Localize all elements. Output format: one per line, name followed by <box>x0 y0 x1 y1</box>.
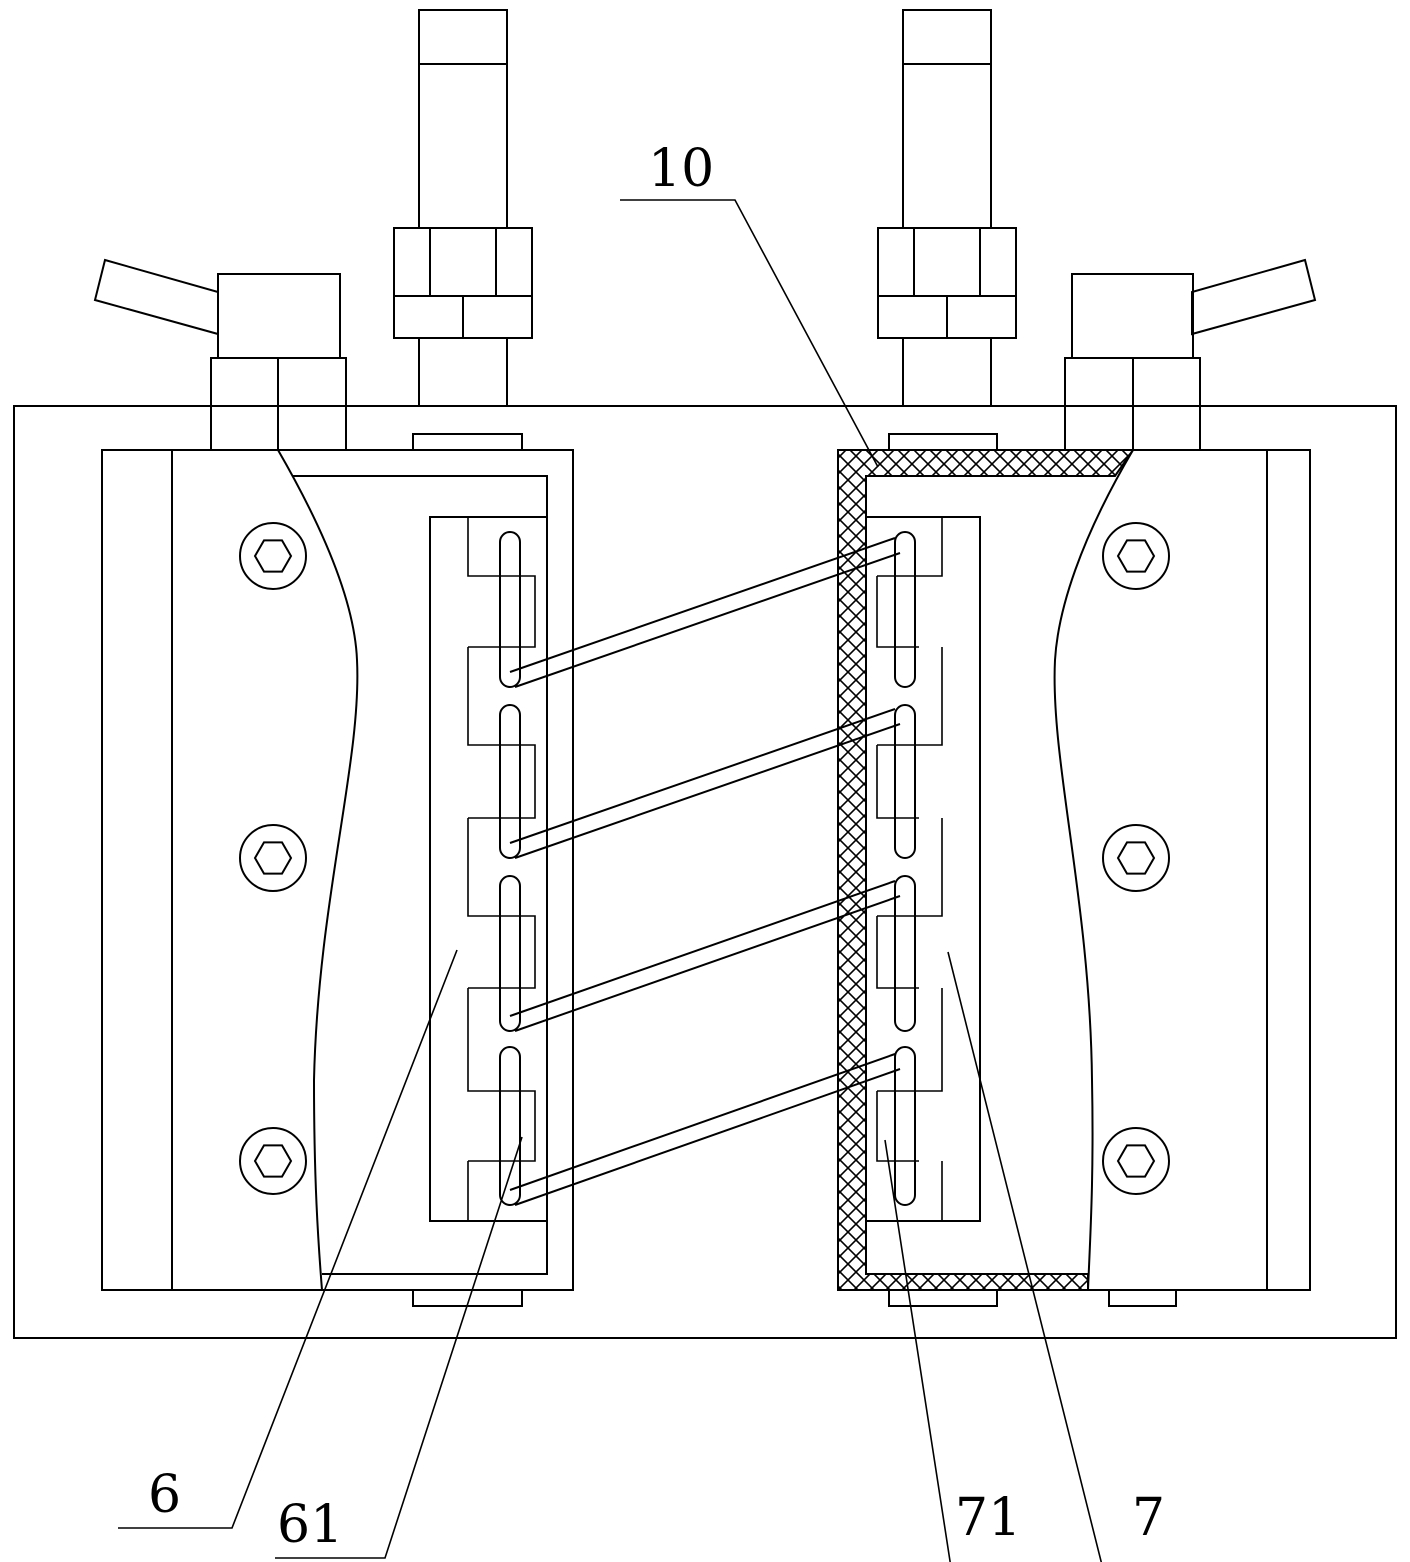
right-clamp-handle <box>1065 260 1315 450</box>
slot-right-3 <box>895 876 915 1031</box>
bolt-right-bottom <box>1103 1128 1169 1194</box>
base-frame <box>14 406 1396 1338</box>
left-clamp-handle <box>95 260 346 450</box>
right-cylinder <box>878 10 1016 406</box>
label-part-61: 61 <box>277 1495 343 1555</box>
right-mold-block <box>838 450 1310 1290</box>
slot-left-1 <box>500 532 520 687</box>
left-cylinder <box>394 10 532 406</box>
bolt-left-mid <box>240 825 306 891</box>
slot-right-2 <box>895 705 915 858</box>
leader-lines <box>118 200 1217 1562</box>
label-part-71: 71 <box>955 1488 1021 1548</box>
bolt-left-top <box>240 523 306 589</box>
tab-bottom-mid <box>889 1290 997 1306</box>
slot-left-4 <box>500 1047 520 1205</box>
bolt-left-bottom <box>240 1128 306 1194</box>
tab-bottom-right <box>1109 1290 1176 1306</box>
tab-top-right <box>889 434 997 450</box>
slot-left-2 <box>500 705 520 858</box>
bolt-right-mid <box>1103 825 1169 891</box>
label-part-10: 10 <box>648 139 714 199</box>
bolt-right-top <box>1103 523 1169 589</box>
label-part-7: 7 <box>1132 1488 1165 1548</box>
left-mold-block <box>102 450 573 1290</box>
slot-right-1 <box>895 532 915 687</box>
tab-top-left <box>413 434 522 450</box>
slot-left-3 <box>500 876 520 1031</box>
label-part-6: 6 <box>148 1465 181 1525</box>
